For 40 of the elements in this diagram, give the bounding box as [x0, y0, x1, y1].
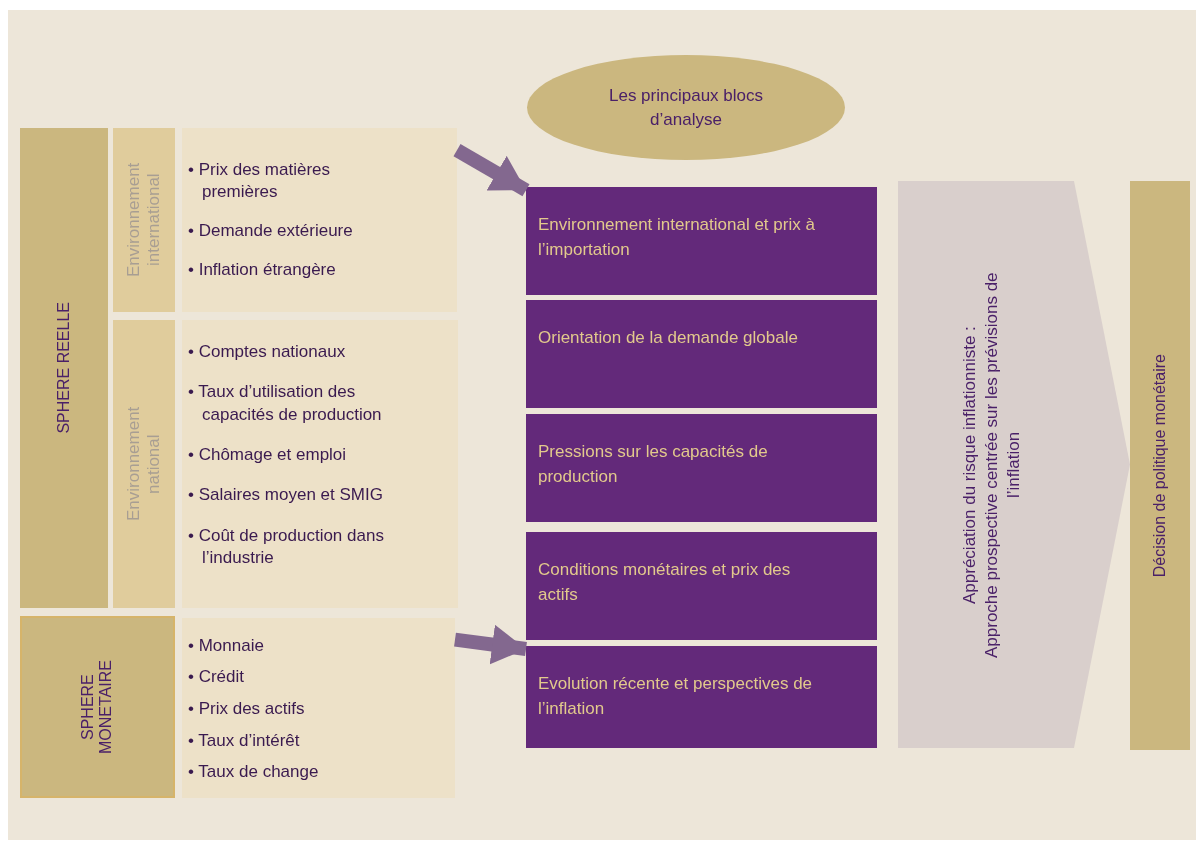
bullet-item: • Inflation étrangère: [188, 259, 337, 282]
analysis-block: [526, 414, 877, 522]
bullet-item: • Taux d’utilisation des capacités de production: [188, 381, 383, 426]
analysis-block: [526, 646, 877, 748]
bullet-item: • Chômage et emploi: [188, 443, 348, 466]
block-label: Evolution récente et perspectives de l’inflation: [538, 673, 814, 720]
bullet-list-panel: [182, 128, 457, 312]
chevron-label: Approche prospective centrée sur les prévisions de l’inflation: [980, 270, 1025, 660]
vertical-label: SPHERE REELLE: [54, 302, 73, 434]
vertical-label: Décision de politique monétaire: [1150, 353, 1169, 578]
bullet-item: • Coût de production dans l’industrie: [188, 524, 385, 569]
sphere-band: [1130, 181, 1190, 750]
bullet-item: • Taux d’intérêt: [188, 729, 301, 752]
vertical-label: Environnement national: [124, 405, 164, 524]
bullet-item: • Monnaie: [188, 634, 265, 657]
block-label: Pressions sur les capacités de production: [538, 441, 769, 488]
bullet-item: • Prix des actifs: [188, 697, 306, 720]
bullet-item: • Crédit: [188, 666, 246, 689]
bullet-item: • Demande extérieure: [188, 220, 354, 242]
vertical-label: Environnement international: [124, 161, 164, 280]
analysis-block: [526, 532, 877, 640]
bullet-item: • Comptes nationaux: [188, 341, 347, 364]
analysis-block: [526, 300, 877, 408]
category-panel: [113, 320, 175, 608]
ellipse-label: Les principaux blocs d’analyse: [608, 84, 764, 131]
sphere-band: [20, 616, 175, 798]
bullet-item: • Salaires moyen et SMIG: [188, 484, 384, 507]
block-label: Environnement international et prix à l’importation: [538, 214, 816, 261]
bullet-list-panel: [182, 618, 455, 798]
arrow: [454, 624, 527, 665]
sphere-band: [20, 128, 108, 608]
arrow: [453, 144, 530, 197]
vertical-label: SPHERE MONETAIRE: [79, 659, 116, 756]
block-label: Orientation de la demande globale: [538, 327, 799, 349]
bullet-item: • Taux de change: [188, 761, 320, 784]
block-label: Conditions monétaires et prix des actifs: [538, 559, 792, 606]
category-panel: [113, 128, 175, 312]
bullet-item: • Prix des matières premières: [188, 158, 331, 203]
analysis-block: [526, 187, 877, 295]
chevron-label: Appréciation du risque inflationniste :: [958, 324, 980, 606]
